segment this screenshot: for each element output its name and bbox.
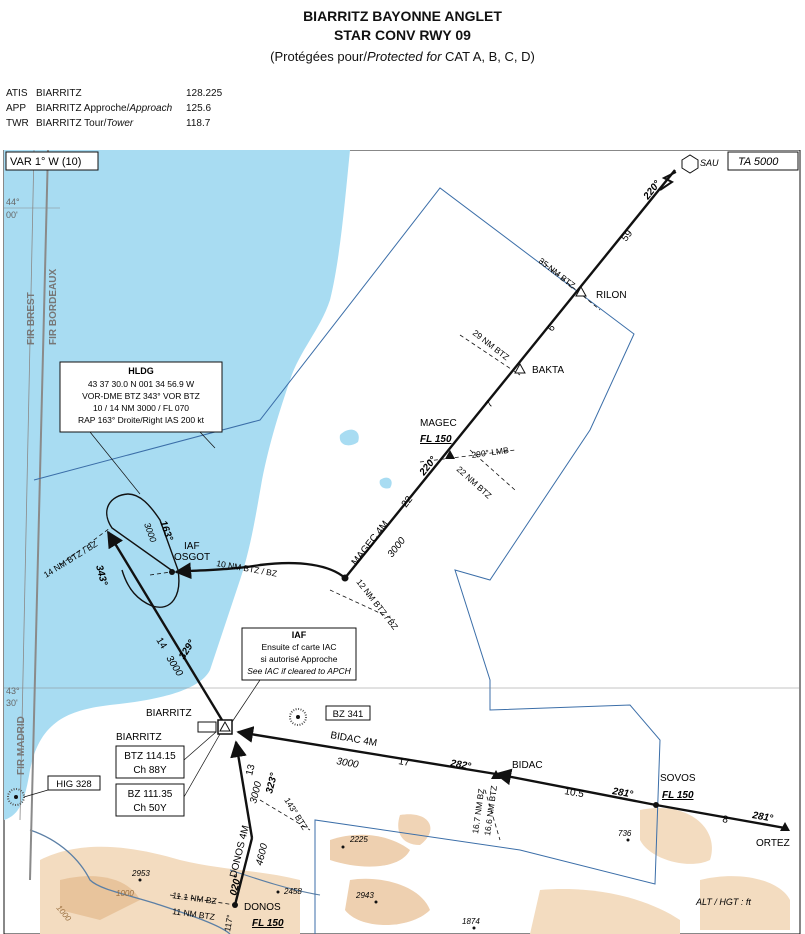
- hold-line-3: 10 / 14 NM 3000 / FL 070: [93, 403, 189, 413]
- route-donos-btz: [230, 740, 254, 839]
- lbl-d-59: 59: [620, 228, 636, 244]
- route-sau-magec: [344, 169, 676, 579]
- point-donos-fl: FL 150: [252, 918, 284, 929]
- iaf-note-line-3: See IAC if cleared to APCH: [247, 666, 351, 676]
- route-donos-seg1: [233, 837, 254, 906]
- navaid-btz-name: BIARRITZ: [116, 732, 162, 743]
- navaid-btz-channel: Ch 88Y: [133, 765, 167, 776]
- chart-protection-note: (Protégées pour/Protected for CAT A, B, …: [270, 49, 535, 64]
- ndb-hig-label: HIG 328: [56, 779, 91, 790]
- lbl-r-29nm: 29 NM BTZ: [471, 328, 511, 363]
- navaid-btz-freq: BTZ 114.15: [124, 751, 176, 762]
- lbl-d-10-5: 10.5: [563, 786, 585, 800]
- elev-2943: 2943: [355, 891, 374, 900]
- chart-subtitle: STAR CONV RWY 09: [334, 27, 471, 43]
- sea-area: [4, 150, 350, 820]
- lbl-r-143: 143° BTZ: [282, 796, 310, 832]
- fir-bordeaux-label: FIR BORDEAUX: [48, 269, 59, 345]
- star-chart-map: VAR 1° W (10) TA 5000 44° 00' 43° 30' FI…: [3, 150, 801, 934]
- elev-736: 736: [618, 829, 632, 838]
- route-bidac-btz: [236, 726, 497, 776]
- latitude-43-min: 30': [6, 698, 18, 708]
- elev-1000-a: 1000: [116, 889, 134, 898]
- elev-2458: 2458: [283, 887, 302, 896]
- lbl-trk-020: 020°: [228, 873, 244, 897]
- lbl-r-117: 117°: [222, 914, 235, 932]
- lbl-r-22nm: 22 NM BTZ: [455, 464, 494, 501]
- units-note: ALT / HGT : ft: [695, 897, 751, 907]
- route-btz-hold: [106, 530, 227, 726]
- point-ortez: ORTEZ: [756, 838, 790, 849]
- iaf-note-title: IAF: [292, 630, 307, 640]
- iaf-note-line-1: Ensuite cf carte IAC: [261, 642, 336, 652]
- lbl-trk-282: 282°: [448, 758, 472, 773]
- route-sovos-bidac: [494, 768, 657, 807]
- lbl-trk-323: 323°: [264, 771, 280, 795]
- chart-title: BIARRITZ BAYONNE ANGLET: [303, 8, 502, 24]
- elev-2225: 2225: [349, 835, 368, 844]
- fir-madrid-label: FIR MADRID: [16, 716, 27, 775]
- lbl-alt-4600: 4600: [254, 842, 270, 867]
- ndb-bz-label: BZ 341: [333, 709, 364, 720]
- latitude-44-min: 00': [6, 210, 18, 220]
- elev-1874: 1874: [462, 917, 480, 926]
- point-rilon: RILON: [596, 290, 627, 301]
- lbl-alt-3000-magec: 3000: [386, 535, 409, 560]
- lbl-d-8: 8: [721, 814, 729, 826]
- hold-line-2: VOR-DME BTZ 343° VOR BTZ: [82, 391, 200, 401]
- elev-2953: 2953: [131, 869, 150, 878]
- lbl-d-17: 17: [397, 756, 410, 769]
- holding-pattern: [106, 493, 180, 608]
- iaf-note-line-2: si autorisé Approche: [260, 654, 337, 664]
- lbl-bidac-4m: BIDAC 4M: [329, 730, 377, 749]
- point-donos: DONOS: [244, 902, 281, 913]
- lbl-r-12nm: 12 NM BTZ / BZ: [354, 577, 400, 632]
- route-ortez-sovos: [655, 803, 786, 830]
- point-bidac: BIDAC: [512, 760, 543, 771]
- transition-altitude-label: TA 5000: [738, 156, 779, 168]
- lbl-r-35nm: 35 NM BTZ: [537, 256, 577, 291]
- hold-title: HLDG: [128, 366, 154, 376]
- lbl-alt-3000-donos: 3000: [248, 780, 264, 805]
- point-magec-fl: FL 150: [420, 434, 452, 445]
- lbl-d-7: 7: [484, 398, 496, 410]
- latitude-44: 44°: [6, 197, 20, 207]
- lbl-trk-281a: 281°: [610, 786, 634, 801]
- route-magec-osgot: [174, 561, 346, 580]
- lbl-magec-4m: MAGEC 4M: [350, 519, 392, 568]
- variation-label: VAR 1° W (10): [10, 156, 81, 168]
- point-magec: MAGEC: [420, 418, 457, 429]
- lbl-d-6: 6: [546, 322, 558, 334]
- point-sovos-fl: FL 150: [662, 790, 694, 801]
- point-bakta: BAKTA: [532, 365, 564, 376]
- lbl-trk-281b: 281°: [750, 810, 774, 825]
- lbl-alt-3000-bidac: 3000: [335, 756, 359, 771]
- hold-line-1: 43 37 30.0 N 001 34 56.9 W: [88, 379, 194, 389]
- point-iaf: IAF: [184, 541, 200, 552]
- lbl-r-290lmb: 290° LMB: [471, 445, 510, 460]
- point-biarritz: BIARRITZ: [146, 708, 192, 719]
- point-sau: SAU: [700, 158, 719, 168]
- latitude-43: 43°: [6, 686, 20, 696]
- lbl-trk-343: 343°: [93, 564, 109, 588]
- point-sovos: SOVOS: [660, 773, 696, 784]
- hold-line-4: RAP 163° Droite/Right IAS 200 kt: [78, 415, 205, 425]
- navaid-bz-freq: BZ 111.35: [128, 789, 173, 800]
- lbl-d-13: 13: [244, 763, 257, 777]
- fir-brest-label: FIR BREST: [26, 292, 37, 345]
- point-osgot: OSGOT: [174, 552, 210, 563]
- navaid-bz-channel: Ch 50Y: [133, 803, 167, 814]
